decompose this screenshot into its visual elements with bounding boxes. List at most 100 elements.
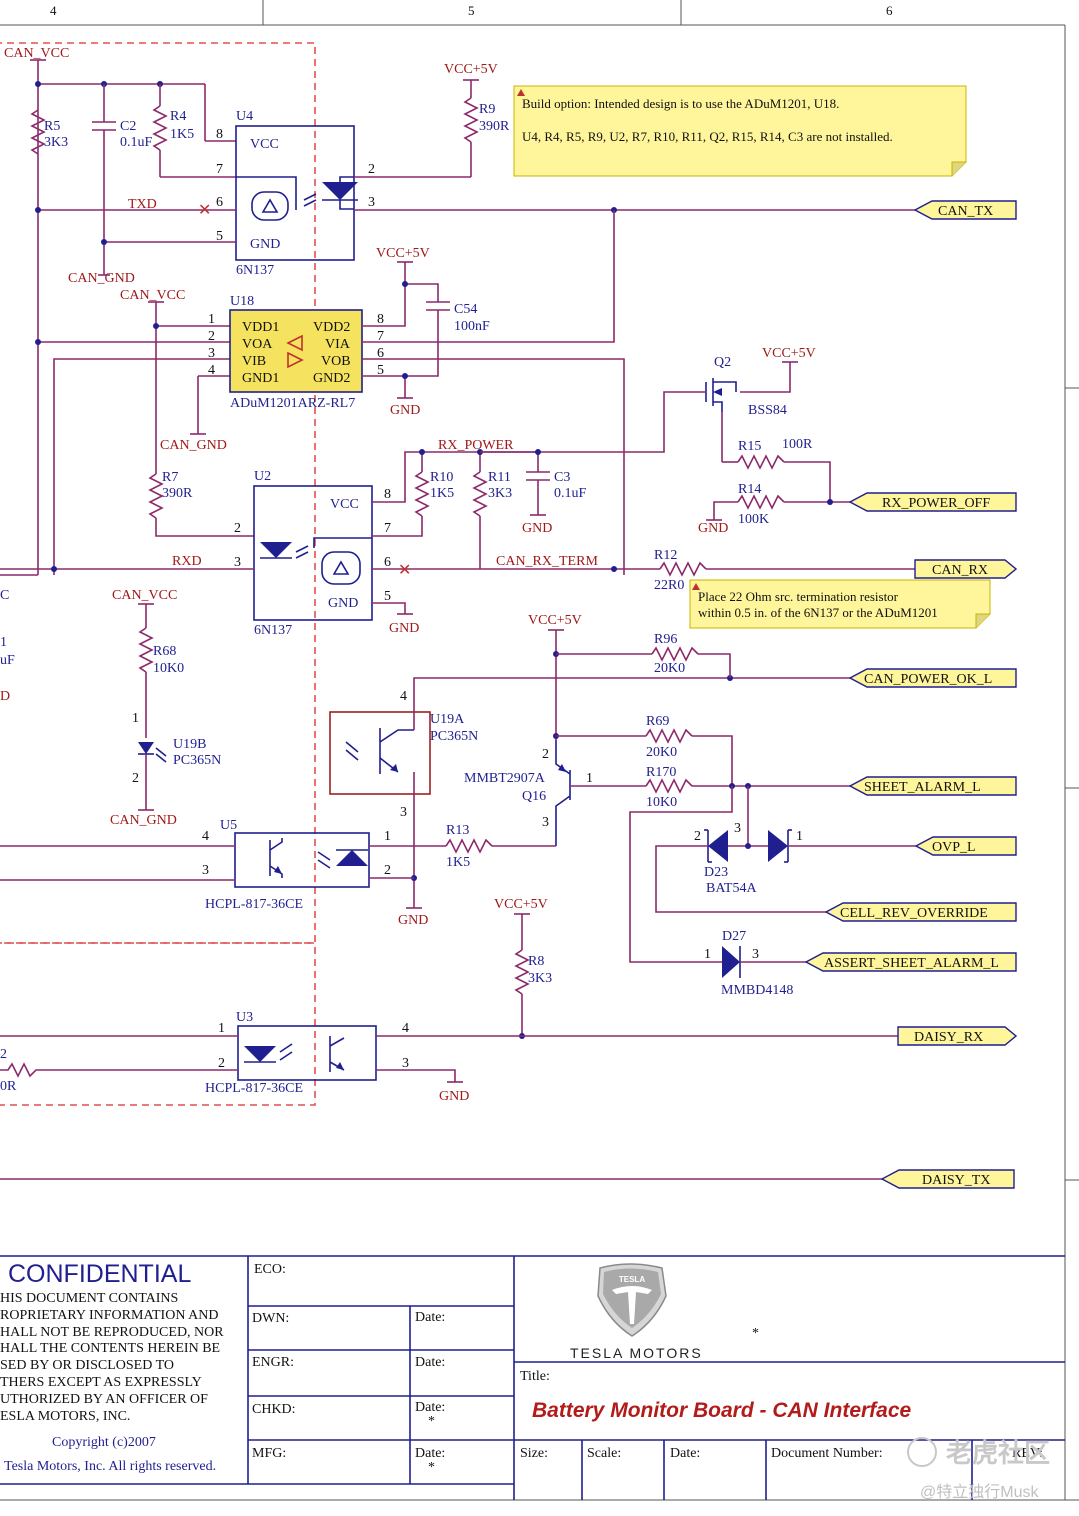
svg-text:4: 4 [208, 363, 215, 378]
document-number-label: Document Number: [771, 1446, 883, 1461]
port-assert-sheet-alarm-l[interactable]: ASSERT_SHEET_ALARM_L [804, 952, 1017, 972]
u18-label: U18 [230, 294, 254, 309]
svg-text:✕: ✕ [398, 560, 411, 579]
u18-pin-via: VIA [325, 337, 351, 352]
port-daisy-tx-label: DAISY_TX [922, 1173, 990, 1188]
net-can-gnd: CAN_GND [68, 271, 135, 286]
net-vcc5v: VCC+5V [444, 62, 498, 77]
r10-label: R10 [430, 470, 453, 485]
svg-text:2: 2 [384, 863, 391, 878]
document-title: Battery Monitor Board - CAN Interface [532, 1399, 912, 1422]
build-option-note: Build option: Intended design is to use … [513, 85, 967, 177]
r10-value: 1K5 [430, 486, 454, 501]
r15-label: R15 [738, 439, 761, 454]
port-cell-rev-override-label: CELL_REV_OVERRIDE [840, 906, 988, 921]
c2-label: C2 [120, 119, 136, 134]
mfg-date-label: Date: [415, 1446, 445, 1461]
svg-text:8: 8 [384, 487, 391, 502]
c3-value: 0.1uF [554, 486, 587, 501]
port-rx-power-off-label: RX_POWER_OFF [882, 496, 990, 511]
net-can-rx-term: CAN_RX_TERM [496, 554, 598, 569]
svg-text:5: 5 [377, 363, 384, 378]
net-txd: TXD [128, 197, 157, 212]
port-can-power-ok-l[interactable]: CAN_POWER_OK_L [848, 668, 1017, 688]
d23-section: 3 2 1 D23 BAT54A [629, 786, 916, 963]
net-rx-power: RX_POWER [438, 438, 514, 453]
u5-part: HCPL-817-36CE [205, 897, 303, 912]
engr-label: ENGR: [252, 1355, 294, 1370]
port-daisy-rx[interactable]: DAISY_RX [897, 1026, 1018, 1046]
port-daisy-tx[interactable]: DAISY_TX [880, 1169, 1015, 1189]
port-can-rx-label: CAN_RX [932, 563, 988, 578]
port-ovp-l[interactable]: OVP_L [914, 836, 1017, 856]
dwn-date-label: Date: [415, 1310, 445, 1325]
size-label: Size: [520, 1446, 548, 1461]
svg-text:3: 3 [400, 805, 407, 820]
rev-label: REV: [1012, 1446, 1043, 1461]
net-gnd-u2: GND [389, 621, 419, 636]
svg-text:3: 3 [752, 947, 759, 962]
r69-label: R69 [646, 714, 669, 729]
c2-value: 0.1uF [120, 135, 153, 150]
r68-label: R68 [153, 644, 176, 659]
u18-pin-vib: VIB [242, 354, 266, 369]
svg-text:3: 3 [734, 821, 741, 836]
r13-label: R13 [446, 823, 469, 838]
svg-text:1: 1 [218, 1021, 225, 1036]
svg-text:1: 1 [208, 312, 215, 327]
svg-text:4: 4 [402, 1021, 409, 1036]
edge-d-frag: D [0, 689, 10, 704]
port-can-rx[interactable]: CAN_RX [914, 559, 1018, 579]
r8-value: 3K3 [528, 971, 552, 986]
date-label: Date: [670, 1446, 700, 1461]
port-assert-sheet-alarm-l-label: ASSERT_SHEET_ALARM_L [824, 956, 999, 971]
svg-text:2: 2 [542, 747, 549, 762]
port-can-tx[interactable]: CAN_TX [913, 200, 1017, 220]
c54-value: 100nF [454, 319, 490, 334]
u2-section: R7 390R U2 VCC GND 6N137 2 3 8 7 6 5 RXD… [0, 438, 915, 638]
port-cell-rev-override[interactable]: CELL_REV_OVERRIDE [824, 902, 1017, 922]
port-sheet-alarm-l[interactable]: SHEET_ALARM_L [848, 776, 1017, 796]
grid-col-5: 5 [468, 3, 475, 18]
net-gnd-u3: GND [439, 1089, 469, 1104]
svg-text:3: 3 [234, 555, 241, 570]
u18-part: ADuM1201ARZ-RL7 [230, 396, 355, 411]
r7-value: 390R [162, 486, 193, 501]
u5-body [234, 832, 370, 888]
port-rx-power-off[interactable]: RX_POWER_OFF [848, 492, 1017, 512]
r68-u19b-section: CAN_VCC R68 10K0 1 2 U19B PC365N CAN_GND [110, 588, 221, 828]
r4-label: R4 [170, 109, 186, 124]
svg-text:5: 5 [216, 229, 223, 244]
termination-note: Place 22 Ohm src. termination resistor w… [689, 579, 991, 629]
r14-label: R14 [738, 482, 761, 497]
u19a-label: U19A [430, 712, 465, 727]
legal-line-4: HALL THE CONTENTS HEREIN BE [0, 1341, 220, 1356]
u3-part: HCPL-817-36CE [205, 1081, 303, 1096]
r14-value: 100K [738, 512, 769, 527]
u5-section: U5 HCPL-817-36CE 4 3 1 2 R13 1K5 GND [0, 818, 556, 928]
u19b-label: U19B [173, 737, 206, 752]
port-daisy-rx-label: DAISY_RX [914, 1030, 983, 1045]
r9-label: R9 [479, 102, 495, 117]
r9-value: 390R [479, 119, 510, 134]
u3-body [237, 1025, 377, 1081]
net-can-vcc: CAN_VCC [4, 46, 69, 61]
svg-text:1: 1 [796, 829, 803, 844]
d27-section: D27 1 3 MMBD4148 [704, 929, 806, 998]
dwn-label: DWN: [252, 1311, 289, 1326]
svg-text:1: 1 [384, 829, 391, 844]
u2-label: U2 [254, 469, 271, 484]
u2-pin-vcc: VCC [330, 497, 359, 512]
c3-label: C3 [554, 470, 570, 485]
edge-r-frag: 0R [0, 1079, 17, 1094]
svg-text:2: 2 [218, 1056, 225, 1071]
title-block: CONFIDENTIAL HIS DOCUMENT CONTAINS ROPRI… [0, 1255, 1065, 1500]
net-gnd-r14: GND [698, 521, 728, 536]
u19a-section: U19A PC365N 4 3 [329, 675, 850, 908]
u4-label: U4 [236, 109, 253, 124]
svg-text:7: 7 [377, 329, 384, 344]
u2-pin-gnd: GND [328, 596, 358, 611]
u4-pin-gnd: GND [250, 237, 280, 252]
